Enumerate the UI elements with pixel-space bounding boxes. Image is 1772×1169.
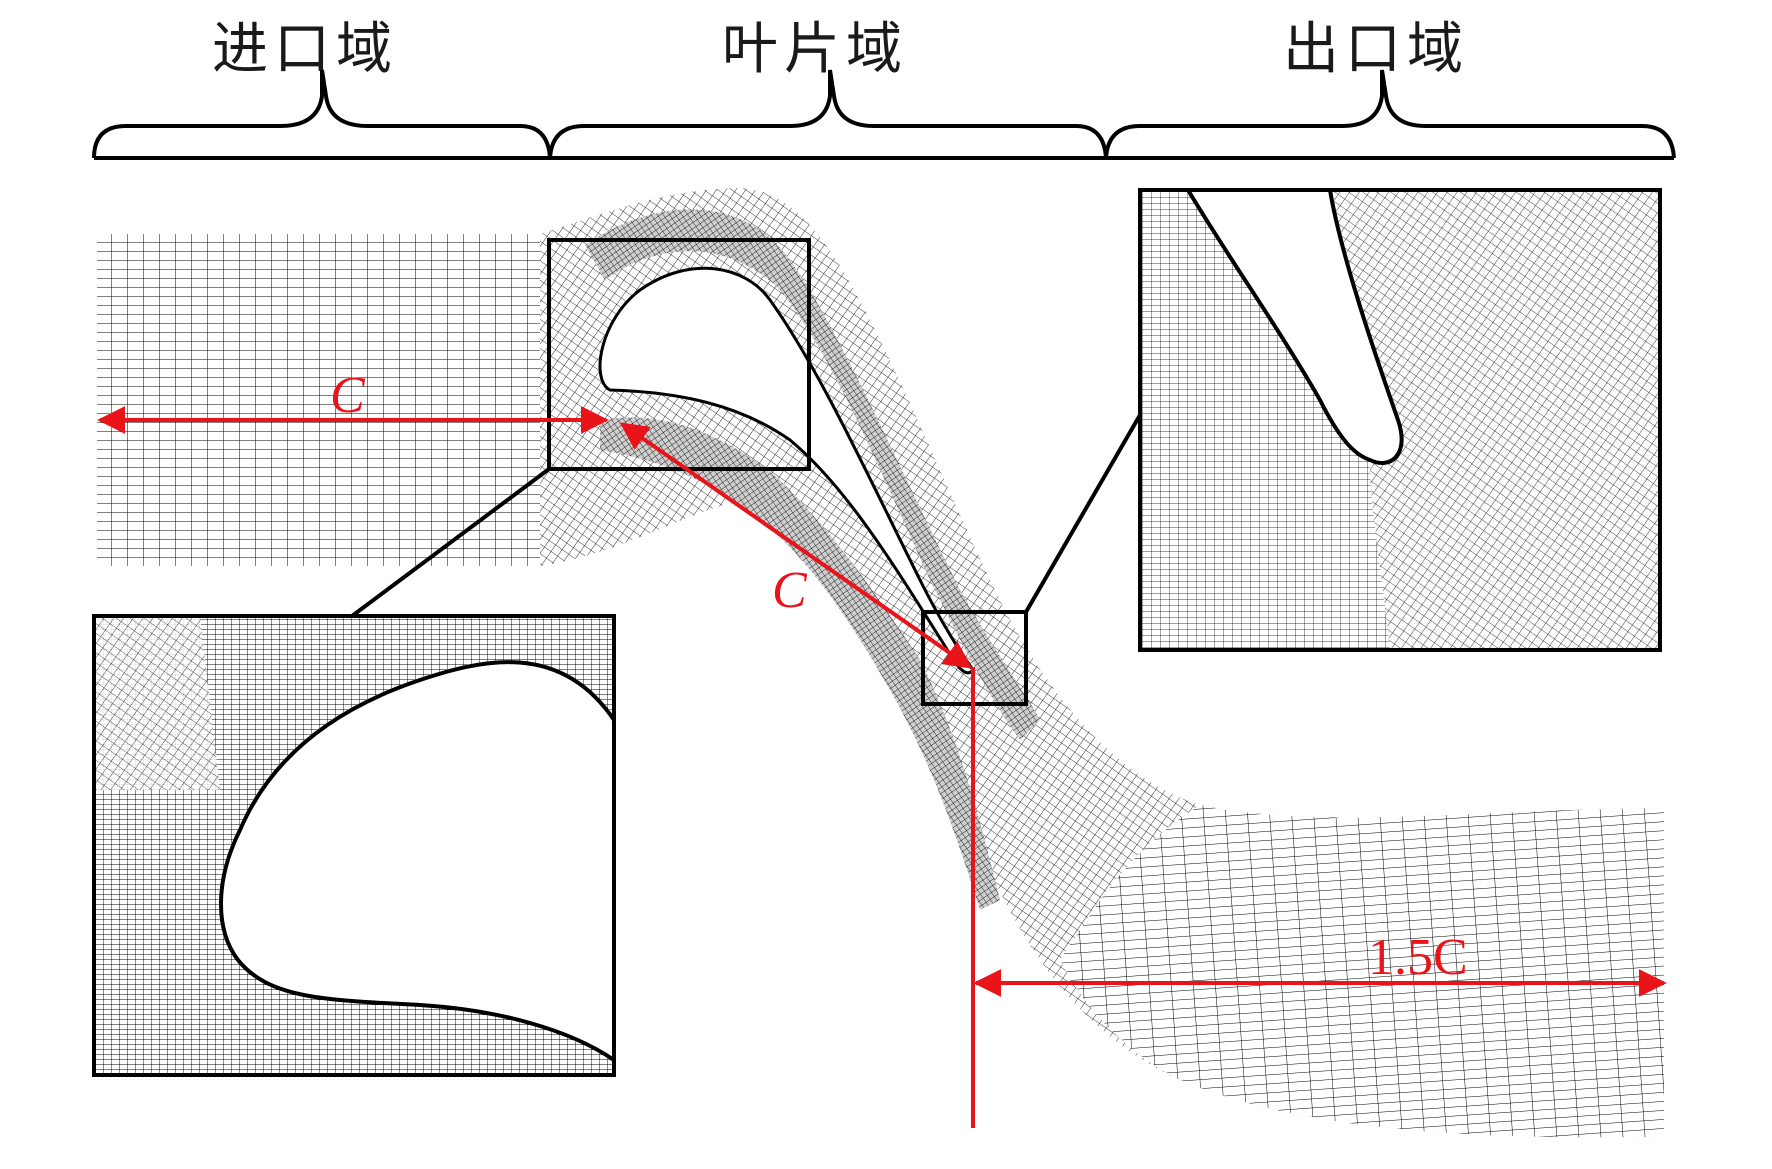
- inlet-domain-label: 进口域: [212, 17, 398, 82]
- leading-edge-inset-frame: [92, 614, 616, 1077]
- outlet-length-value: 1.5C: [1368, 929, 1468, 986]
- outlet-domain-label: 出口域: [1283, 17, 1469, 82]
- trailing-edge-inset-frame: [1138, 188, 1662, 652]
- outlet-mesh-block: [1060, 805, 1664, 1138]
- inlet-mesh-block: [97, 234, 543, 566]
- inlet-brace: [92, 69, 552, 159]
- dimension-arrows: [97, 406, 1667, 1128]
- outlet-length-label: 1.5C: [1368, 932, 1468, 984]
- leading-edge-leader-line: [350, 467, 551, 618]
- chord-length-label: C: [772, 562, 807, 619]
- outlet-brace: [1104, 69, 1676, 159]
- leading-edge-blade-shape: [219, 660, 616, 1064]
- blade-brace: [548, 69, 1108, 159]
- trailing-edge-leader-line: [1024, 413, 1142, 614]
- inlet-length-label: C: [330, 367, 365, 424]
- leading-edge-inset-skew-zone: [94, 616, 220, 790]
- chord-length-arrow: [619, 422, 973, 669]
- leading-edge-inset: [92, 614, 616, 1077]
- trailing-edge-inset: [1138, 188, 1662, 652]
- region-braces: [92, 69, 1676, 160]
- suction-side-boundary-layer: [585, 209, 1040, 741]
- trailing-edge-blade-shape: [1184, 188, 1404, 466]
- blade-domain-label: 叶片域: [722, 17, 908, 82]
- trailing-edge-wake-mesh: [1330, 190, 1660, 650]
